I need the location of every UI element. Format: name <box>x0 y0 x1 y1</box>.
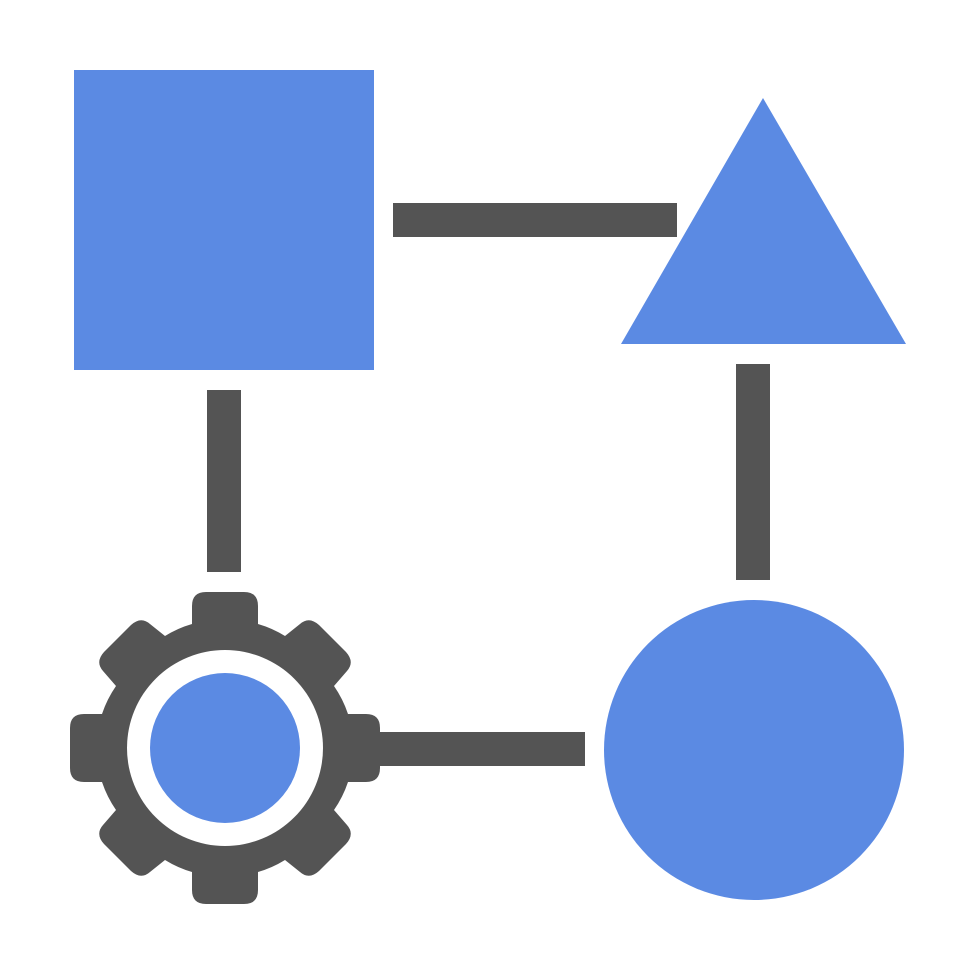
gear-node-icon <box>70 592 380 904</box>
square-node-icon <box>74 70 374 370</box>
connector-triangle-circle <box>736 364 770 580</box>
connector-square-triangle <box>393 203 677 237</box>
connector-gear-circle <box>375 732 585 766</box>
triangle-node-icon <box>621 98 906 344</box>
gear-center-circle-icon <box>150 673 300 823</box>
connector-square-gear <box>207 390 241 572</box>
circle-node-icon <box>604 600 904 900</box>
